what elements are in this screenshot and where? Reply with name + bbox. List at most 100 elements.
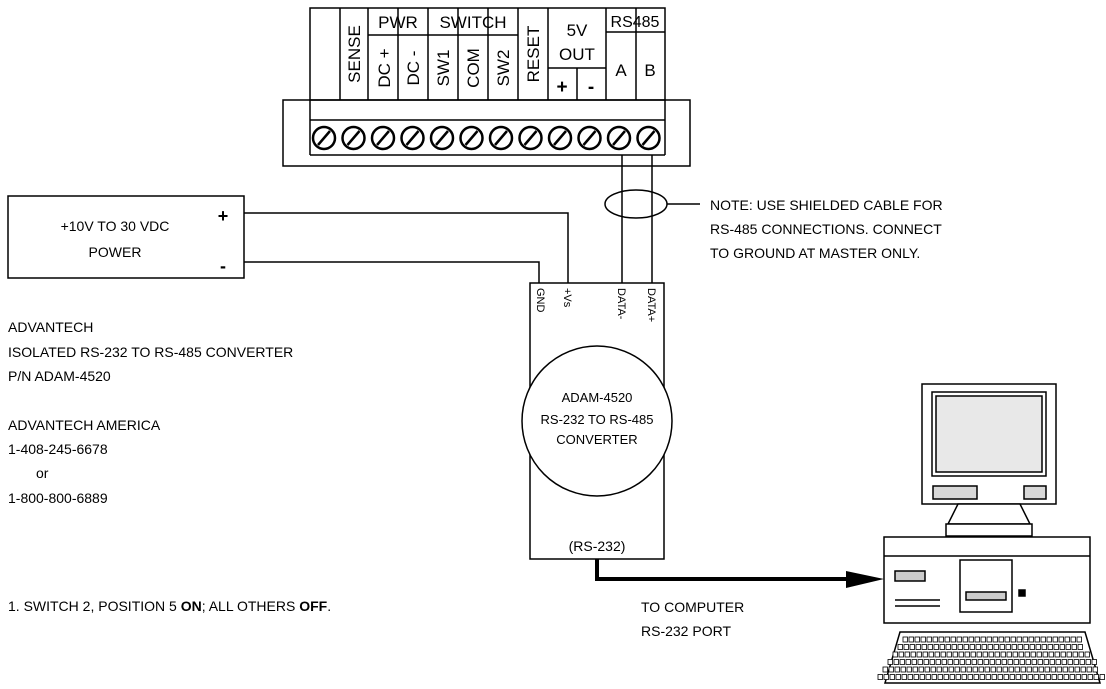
pin-a: A xyxy=(615,61,627,80)
wire-minus xyxy=(244,261,540,283)
keyboard-key xyxy=(887,659,893,665)
keyboard-key xyxy=(993,644,999,650)
keyboard-key xyxy=(903,644,909,650)
keyboard-key xyxy=(1093,674,1099,680)
label-pwr: PWR xyxy=(378,13,418,32)
keyboard-key xyxy=(1031,659,1037,665)
keyboard-key xyxy=(1048,651,1054,658)
keyboard-key xyxy=(921,644,927,650)
keyboard-key xyxy=(982,651,988,658)
pin-out-minus: - xyxy=(588,77,594,98)
keyboard-key xyxy=(1001,659,1007,665)
shield-note: NOTE: USE SHIELDED CABLE FOR RS-485 CONN… xyxy=(710,197,943,261)
keyboard-key xyxy=(1059,644,1065,650)
keyboard-key xyxy=(979,674,985,680)
keyboard-key xyxy=(1091,659,1097,665)
keyboard-key xyxy=(1071,644,1077,650)
keyboard-key xyxy=(974,636,980,643)
info-line-1: ADVANTECH xyxy=(8,319,93,335)
power-line1: +10V TO 30 VDC xyxy=(61,218,170,234)
keyboard-key xyxy=(1019,659,1025,665)
keyboard-key xyxy=(1038,666,1044,673)
keyboard-key xyxy=(1066,651,1072,658)
screw-terminal-icon xyxy=(606,125,632,151)
keyboard-key xyxy=(1042,651,1048,658)
keyboard-key xyxy=(920,636,926,643)
keyboard-key xyxy=(917,659,923,665)
keyboard-key xyxy=(999,644,1005,650)
keyboard-key xyxy=(1072,651,1078,658)
keyboard-key xyxy=(1028,636,1034,643)
screw-terminal-icon xyxy=(370,125,396,151)
keyboard-key xyxy=(942,666,948,673)
switch-setting-note: 1. SWITCH 2, POSITION 5 ON; ALL OTHERS O… xyxy=(8,598,331,614)
computer-label-2: RS-232 PORT xyxy=(641,623,731,639)
keyboard-key xyxy=(989,659,995,665)
keyboard-key xyxy=(902,636,908,643)
keyboard-key xyxy=(946,651,952,658)
keyboard-key xyxy=(934,651,940,658)
keyboard-key xyxy=(1012,651,1018,658)
keyboard-key xyxy=(904,651,910,658)
keyboard-key xyxy=(969,644,975,650)
keyboard-key xyxy=(1007,659,1013,665)
keyboard-key xyxy=(1021,674,1027,680)
keyboard-key xyxy=(1027,674,1033,680)
keyboard-key xyxy=(1049,659,1055,665)
keyboard-key xyxy=(967,674,973,680)
note-line-1: NOTE: USE SHIELDED CABLE FOR xyxy=(710,197,943,213)
keyboard-key xyxy=(964,651,970,658)
info-line-2: ISOLATED RS-232 TO RS-485 CONVERTER xyxy=(8,344,293,360)
keyboard-key xyxy=(909,644,915,650)
keyboard-key xyxy=(986,636,992,643)
keyboard-key xyxy=(945,644,951,650)
keyboard-key xyxy=(1040,636,1046,643)
keyboard-key xyxy=(937,674,943,680)
keyboard-key xyxy=(956,636,962,643)
keyboard-key xyxy=(1081,674,1087,680)
keyboard-key xyxy=(929,659,935,665)
label-switch: SWITCH xyxy=(439,13,506,32)
keyboard-key xyxy=(976,651,982,658)
keyboard-key xyxy=(1030,651,1036,658)
screw-terminal-icon xyxy=(341,125,366,151)
keyboard-key xyxy=(1055,659,1061,665)
keyboard-key xyxy=(895,674,901,680)
converter-module: GND +Vs DATA- DATA+ ADAM-4520 RS-232 TO … xyxy=(521,282,673,560)
keyboard-key xyxy=(1036,651,1042,658)
keyboard-key xyxy=(1074,666,1080,673)
screw-terminal-icon xyxy=(400,125,425,151)
pin-out-plus: + xyxy=(556,77,567,98)
keyboard-key xyxy=(980,636,986,643)
pin-sw2: SW2 xyxy=(494,50,513,87)
keyboard-key xyxy=(877,674,883,680)
keyboard-key xyxy=(1013,659,1019,665)
converter-line-3: CONVERTER xyxy=(556,432,637,447)
keyboard-key xyxy=(1011,644,1017,650)
left-info-block: ADVANTECH ISOLATED RS-232 TO RS-485 CONV… xyxy=(8,319,293,506)
keyboard-key xyxy=(916,651,922,658)
keyboard-key xyxy=(954,666,960,673)
keyboard-key xyxy=(1080,666,1086,673)
keyboard-key xyxy=(933,644,939,650)
keyboard-key xyxy=(1032,666,1038,673)
pin-sw1: SW1 xyxy=(434,50,453,87)
keyboard-key xyxy=(1017,644,1023,650)
keyboard-key xyxy=(1065,644,1071,650)
screw-terminal-icon xyxy=(488,125,514,151)
keyboard-key xyxy=(892,651,898,658)
keyboard-key xyxy=(941,659,947,665)
label-5v: 5V xyxy=(567,21,588,40)
keyboard-key xyxy=(1076,636,1082,643)
keyboard-key xyxy=(1026,666,1032,673)
keyboard-key xyxy=(935,659,941,665)
keyboard-key xyxy=(926,636,932,643)
keyboard-key xyxy=(1014,666,1020,673)
keyboard-key xyxy=(1035,644,1041,650)
keyboard-key xyxy=(898,651,904,658)
keyboard-key xyxy=(1020,666,1026,673)
keyboard-key xyxy=(973,674,979,680)
keyboard-key xyxy=(906,666,912,673)
keyboard-key xyxy=(911,659,917,665)
